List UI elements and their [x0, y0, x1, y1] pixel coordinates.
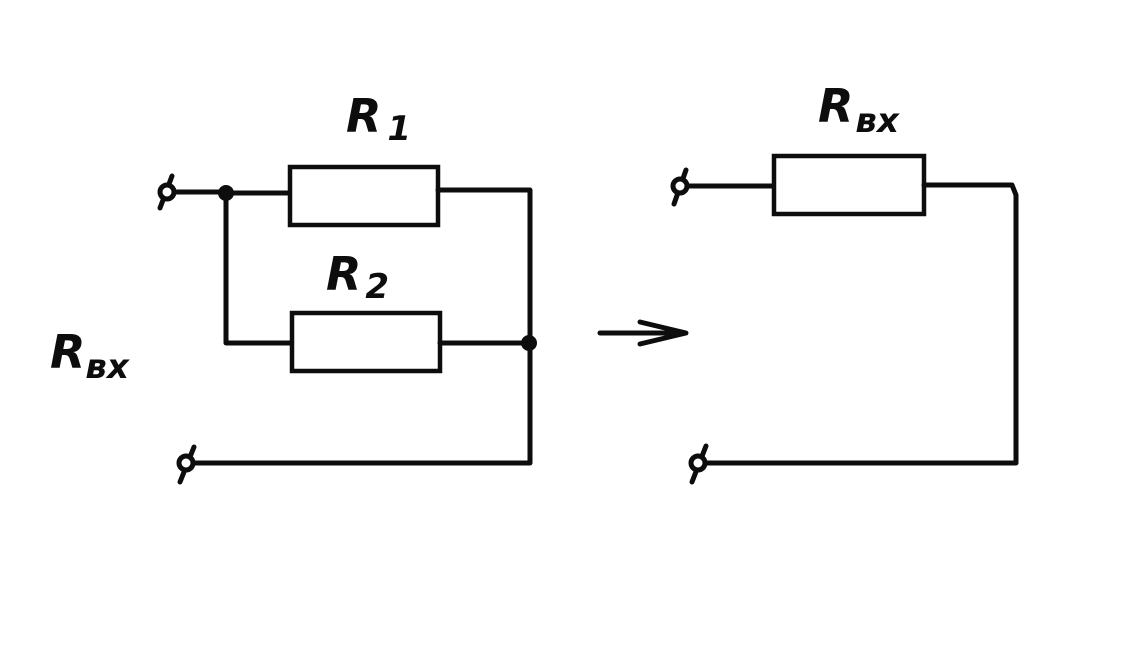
equivalence-arrow-icon	[597, 319, 689, 347]
label-r-input-left: Rвх	[50, 325, 130, 387]
resistor-r1	[287, 164, 441, 228]
label-r-input-right: Rвх	[818, 79, 900, 141]
resistor-r-input	[771, 153, 927, 217]
arrow-head	[637, 319, 689, 347]
terminal-bottom-right	[688, 443, 709, 485]
terminal-ring	[688, 453, 708, 473]
terminal-ring	[176, 453, 196, 473]
wire	[699, 182, 1019, 466]
resistor-r2	[289, 310, 443, 374]
terminal-top-right	[670, 167, 690, 207]
right-circuit-equivalent: Rвх	[670, 79, 1019, 485]
terminal-bottom-left	[176, 444, 197, 485]
wire	[435, 187, 533, 346]
wire	[223, 190, 295, 346]
wire	[187, 340, 533, 466]
terminal-ring	[670, 176, 690, 196]
